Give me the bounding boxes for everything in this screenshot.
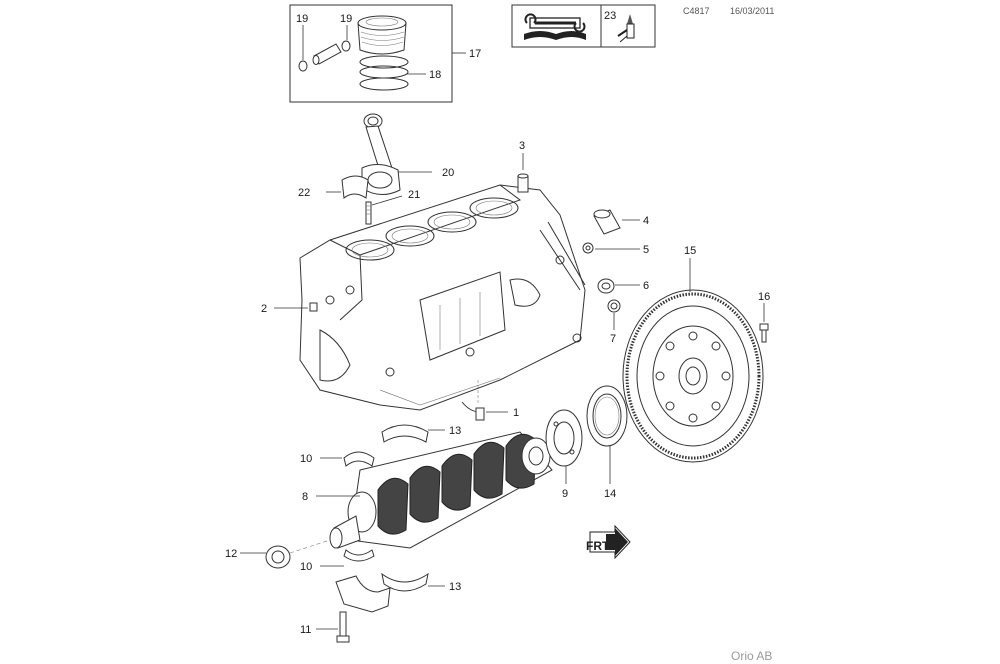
upper-main-bearing-shell <box>381 424 429 443</box>
callout-5: 5 <box>643 244 649 256</box>
connecting-rod <box>361 113 401 195</box>
callout-19-left: 19 <box>296 13 308 25</box>
piston-group-box <box>289 4 466 103</box>
oil-can-icon <box>617 14 635 43</box>
ref-number: 23 <box>604 10 616 22</box>
callout-10-upper: 10 <box>300 453 312 465</box>
callout-22: 22 <box>298 187 310 199</box>
callout-7: 7 <box>610 333 616 345</box>
callout-8: 8 <box>302 491 308 503</box>
block-plug <box>593 209 621 235</box>
callout-13-upper: 13 <box>449 425 461 437</box>
crankshaft <box>329 431 553 549</box>
piston-cooling-jet <box>461 401 485 421</box>
piston-rings <box>359 55 409 91</box>
bushing <box>607 299 621 313</box>
thrust-bearing-upper <box>343 451 375 467</box>
callout-15: 15 <box>684 245 696 257</box>
piston-pin <box>312 43 342 65</box>
reluctor-plate <box>545 409 583 467</box>
callout-1: 1 <box>513 407 519 419</box>
thrust-bearing-lower <box>343 549 375 562</box>
callout-17: 17 <box>469 48 481 60</box>
piston <box>357 15 407 55</box>
callout-10-lower: 10 <box>300 561 312 573</box>
piston-pin-circlip <box>298 60 308 72</box>
callout-labels: 1 2 3 4 5 6 7 8 9 10 10 11 12 13 13 14 1… <box>225 13 770 636</box>
flywheel <box>622 289 764 463</box>
callout-14: 14 <box>604 488 616 500</box>
callout-20: 20 <box>442 167 454 179</box>
callout-21: 21 <box>408 189 420 201</box>
main-bearing-bolt <box>336 611 350 643</box>
callout-3: 3 <box>519 140 525 152</box>
callout-13-lower: 13 <box>449 581 461 593</box>
front-direction-label: FRT <box>586 539 610 553</box>
callout-18: 18 <box>429 69 441 81</box>
con-rod-bolt <box>365 201 372 225</box>
callout-12: 12 <box>225 548 237 560</box>
oil-jet-bolt <box>309 302 318 312</box>
reference-box: 23 <box>511 4 656 48</box>
callout-4: 4 <box>643 215 649 227</box>
manual-tools-icon <box>524 13 586 40</box>
front-direction-arrow-icon: FRT <box>586 524 631 560</box>
lower-main-bearing-shell <box>381 572 429 592</box>
con-rod-bearing-shell <box>341 175 369 199</box>
brand-watermark: Orio AB <box>731 649 772 663</box>
callout-19-right: 19 <box>340 13 352 25</box>
dowel-sleeve <box>517 173 529 193</box>
callout-6: 6 <box>643 280 649 292</box>
callout-9: 9 <box>562 488 568 500</box>
cylinder-block <box>299 184 586 411</box>
small-plug <box>582 242 594 254</box>
crankshaft-front-seal <box>265 545 291 569</box>
callout-16: 16 <box>758 291 770 303</box>
drawing-code: C4817 <box>683 6 710 16</box>
callout-11: 11 <box>300 624 311 636</box>
rear-main-seal <box>586 385 628 447</box>
drawing-date: 16/03/2011 <box>730 6 774 16</box>
flywheel-bolt <box>759 323 769 343</box>
seal-plug <box>597 278 615 294</box>
callout-2: 2 <box>261 303 267 315</box>
main-bearing-cap <box>335 575 391 613</box>
